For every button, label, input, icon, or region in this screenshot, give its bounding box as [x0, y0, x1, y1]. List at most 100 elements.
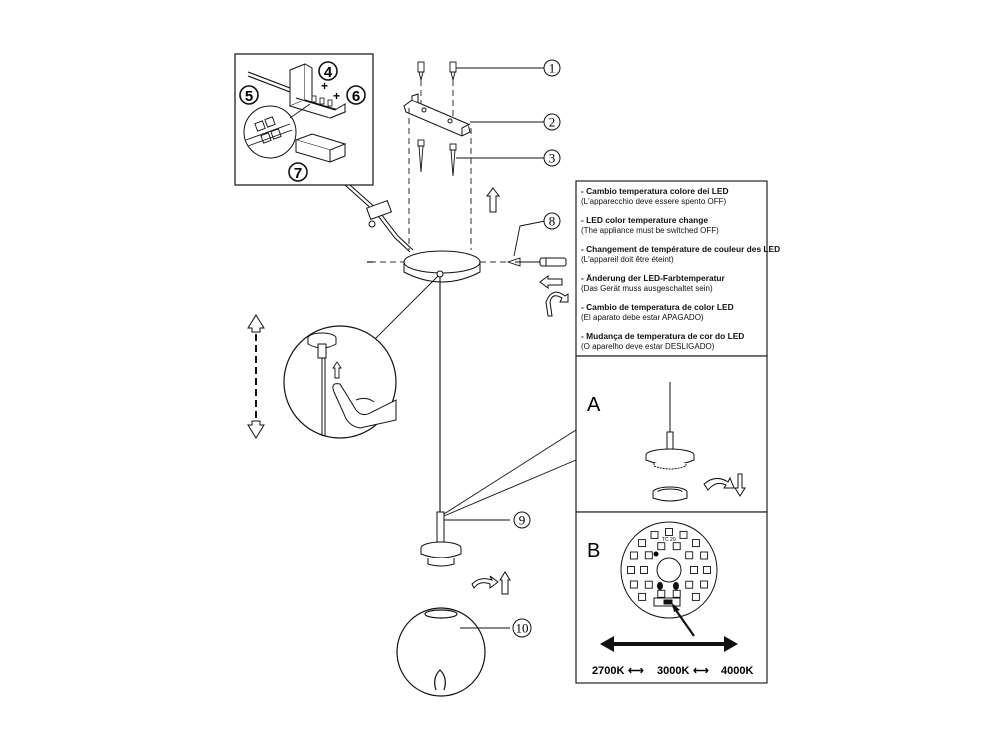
svg-text:+: + [333, 89, 340, 103]
led-chip [638, 592, 647, 601]
led-chip [700, 551, 709, 560]
callout-9: 9 [513, 511, 531, 529]
cable-gripper [436, 511, 445, 543]
svg-text:2: 2 [549, 115, 556, 130]
long-screw-icon [417, 139, 457, 177]
svg-text:- LED color temperature change: - LED color temperature change [581, 215, 708, 225]
inset-label-4: 4 [318, 61, 338, 81]
callout-8: 8 [543, 212, 561, 230]
svg-text:8: 8 [549, 214, 556, 229]
svg-text:5: 5 [245, 88, 253, 105]
temp-3000: 3000K [657, 665, 689, 677]
svg-text:(The appliance must be switche: (The appliance must be switched OFF) [581, 226, 719, 235]
svg-text:(L'apparecchio deve essere spe: (L'apparecchio deve essere spento OFF) [581, 197, 726, 206]
led-chip [703, 566, 711, 574]
led-chip [691, 592, 700, 601]
led-chip [629, 580, 638, 589]
led-chip [665, 528, 673, 536]
inset-label-6: 6 [346, 85, 366, 105]
svg-text:(El aparato debe estar APAGADO: (El aparato debe estar APAGADO) [581, 313, 704, 322]
rotate-arrow-icon [471, 575, 499, 589]
note-fr: - Changement de température de couleur d… [581, 244, 780, 264]
bracket-icon [403, 93, 471, 137]
temp-sep-1: ⟷ [628, 665, 644, 677]
up-arrow-icon [499, 571, 511, 595]
screwdriver-icon [515, 257, 567, 267]
chip-label: TC 20 [662, 537, 676, 543]
down-arrow-icon [734, 473, 746, 497]
panel-a-letter: A [587, 394, 601, 416]
panel-a: A [575, 355, 768, 513]
note-pt: - Mudança de temperatura de cor do LED (… [581, 331, 744, 351]
glass-globe [396, 607, 486, 697]
driver-box-icon [294, 133, 347, 163]
chip-dot [653, 551, 659, 557]
callout-2: 2 [543, 113, 561, 131]
callout-1: 1 [543, 59, 561, 77]
panel-b: B TC 20 2700K ⟷ 3000K ⟷ 4000K [575, 511, 768, 684]
cable-adjust-detail [283, 325, 397, 439]
inset-bracket-icon [289, 63, 347, 119]
led-chip [640, 566, 648, 574]
svg-text:- Cambio temperatura colore de: - Cambio temperatura colore dei LED [581, 186, 729, 196]
led-chip [685, 580, 694, 589]
svg-text:6: 6 [352, 88, 360, 105]
note-es: - Cambio de temperatura de color LED (El… [581, 302, 734, 322]
led-chip [644, 551, 653, 560]
svg-text:3: 3 [549, 151, 556, 166]
note-it: - Cambio temperatura colore dei LED (L'a… [581, 186, 729, 206]
callout-10: 10 [512, 618, 532, 638]
screw-icon [417, 61, 457, 81]
led-chip [690, 566, 698, 574]
left-arrow-icon [539, 275, 563, 289]
svg-text:4: 4 [324, 64, 333, 81]
temp-2700: 2700K [592, 665, 624, 677]
led-chip [700, 580, 709, 589]
double-arrow-icon [247, 314, 265, 439]
svg-text:- Änderung der LED-Farbtempera: - Änderung der LED-Farbtemperatur [581, 273, 726, 283]
led-chip [657, 589, 666, 598]
wiring-inset: + + 4 5 6 7 [234, 53, 374, 186]
panel-b-letter: B [587, 540, 600, 562]
temp-4000: 4000K [721, 665, 753, 677]
led-chip [691, 539, 700, 548]
svg-text:7: 7 [294, 165, 302, 182]
led-chip [672, 542, 681, 551]
rotate-arrow-icon [703, 476, 735, 491]
inset-label-7: 7 [288, 162, 308, 182]
up-arrow-icon [486, 187, 500, 213]
led-chip [627, 566, 635, 574]
svg-text:- Mudança de temperatura de co: - Mudança de temperatura de cor do LED [581, 331, 744, 341]
svg-text:9: 9 [519, 513, 526, 528]
led-chip [672, 589, 681, 598]
canopy [403, 250, 481, 283]
inset-label-5: 5 [239, 85, 259, 105]
led-chip [650, 530, 659, 539]
gasket-ring [652, 486, 688, 502]
temp-sep-2: ⟷ [693, 665, 709, 677]
svg-text:- Changement de température de: - Changement de température de couleur d… [581, 244, 780, 254]
double-arrow-icon [600, 636, 738, 652]
led-chip [657, 542, 666, 551]
wire-connector-icon [365, 199, 393, 228]
svg-text:(Das Gerät muss ausgeschaltet: (Das Gerät muss ausgeschaltet sein) [581, 284, 713, 293]
led-chip [685, 551, 694, 560]
lamp-cap [420, 541, 462, 567]
note-de: - Änderung der LED-Farbtemperatur (Das G… [581, 273, 726, 293]
svg-text:1: 1 [549, 61, 556, 76]
svg-text:10: 10 [516, 621, 529, 636]
svg-text:+: + [321, 79, 328, 93]
led-chip [679, 530, 688, 539]
finger-press-icon [332, 383, 397, 429]
callout-3: 3 [543, 149, 561, 167]
notes-panel: - Cambio temperatura colore dei LED (L'a… [575, 180, 780, 357]
svg-text:(O aparelho deve estar DESLIGA: (O aparelho deve estar DESLIGADO) [581, 342, 715, 351]
led-chip [629, 551, 638, 560]
rotate-arrow-icon [545, 291, 569, 317]
svg-text:(L'appareil doit être éteint): (L'appareil doit être éteint) [581, 255, 674, 264]
led-board [620, 521, 718, 619]
led-chip [638, 539, 647, 548]
svg-text:- Cambio de temperatura de col: - Cambio de temperatura de color LED [581, 302, 734, 312]
note-en: - LED color temperature change (The appl… [581, 215, 719, 235]
